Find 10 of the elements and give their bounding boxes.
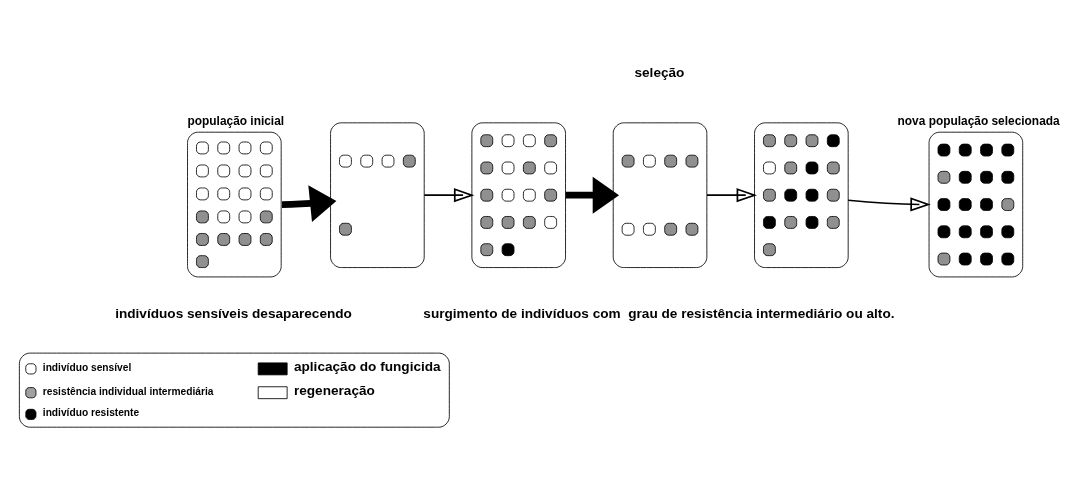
legend-label: aplicação do fungicida	[293, 358, 441, 374]
node-label: nova população selecionada	[897, 113, 1060, 128]
node-label: população inicial	[187, 113, 285, 128]
label: indivíduos sensíveis desaparecendo	[115, 305, 352, 321]
label: seleção	[634, 64, 685, 80]
legend-label: indivíduo sensível	[42, 361, 132, 373]
legend-label: indivíduo resistente	[42, 406, 140, 418]
legend-label: regeneração	[293, 382, 375, 398]
label: surgimento de indivíduos com grau de resistência intermediário ou alto.	[423, 305, 895, 321]
legend-label: resistência individual intermediária	[42, 385, 214, 396]
